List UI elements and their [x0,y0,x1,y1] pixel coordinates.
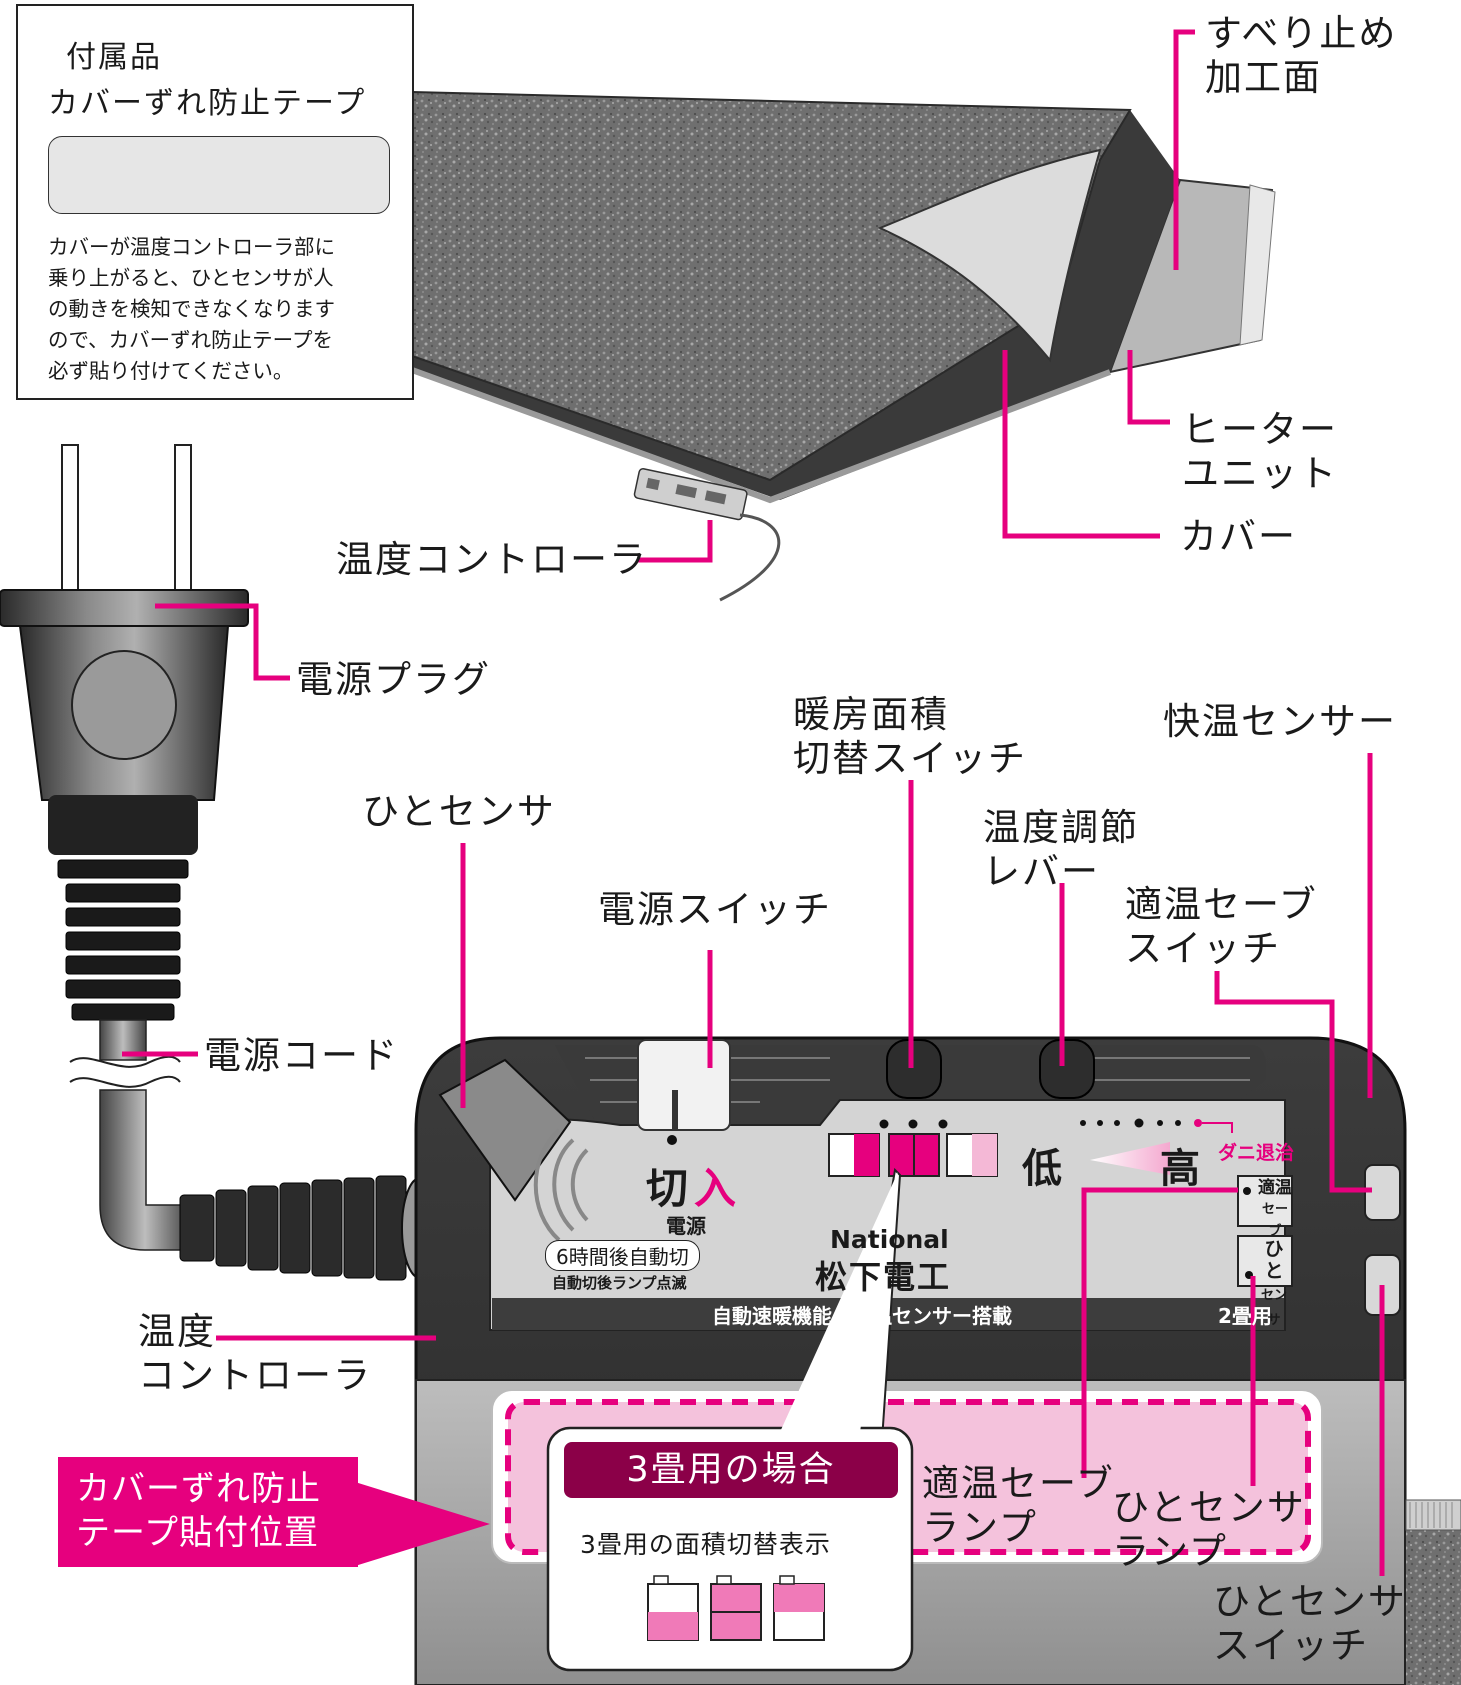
label-eco-save-lamp: 適温セーブ ランプ [922,1462,1115,1549]
human-sensor-button-line1: ひと [1264,1238,1284,1282]
panel-auto-off-badge: 6時間後自動切 [545,1240,700,1271]
accessory-name: カバーずれ防止テープ [48,86,367,121]
accessory-title: 付属品 [66,40,162,75]
label-human-sensor-switch: ひとセンサ スイッチ [1213,1580,1407,1667]
label-anti-slip-surface: すべり止め 加工面 [1205,12,1398,99]
inset-subtitle: 3畳用の面積切替表示 [580,1530,831,1559]
label-cover: カバー [1180,515,1297,558]
panel-power-label: 電源 [666,1214,706,1238]
label-power-plug: 電源プラグ [296,658,491,701]
label-temp-controller-top: 温度コントローラ [336,538,648,581]
label-temp-controller-side: 温度 コントローラ [138,1310,372,1397]
label-human-sensor: ひとセンサ [362,790,556,833]
panel-off-label: 切 [646,1164,689,1213]
human-sensor-button[interactable]: ひと センサ [1256,1238,1292,1332]
cover-tape-arrow [355,1482,490,1566]
panel-on-label: 入 [694,1164,737,1213]
leader-lines [122,29,1385,1576]
label-temp-lever: 温度調節 レバー [983,806,1139,893]
label-comfort-sensor: 快温センサー [1163,700,1397,743]
panel-size-text: 2畳用 [1218,1304,1272,1328]
panel-auto-off-note: 自動切後ランプ点滅 [552,1274,687,1292]
eco-save-button[interactable]: 適温 セーブ [1258,1178,1292,1242]
label-cover-tape-position: カバーずれ防止 テープ貼付位置 [58,1457,358,1567]
panel-high-label: 高 [1160,1146,1200,1192]
eco-save-button-line2: セーブ [1261,1202,1288,1239]
maker-logo: 松下電工 [815,1258,952,1296]
eco-save-button-line1: 適温 [1258,1178,1292,1198]
label-eco-save-switch: 適温セーブ スイッチ [1125,883,1318,970]
label-power-cord: 電源コード [204,1034,399,1077]
human-sensor-button-line2: センサ [1260,1288,1287,1328]
accessory-box: 付属品 カバーずれ防止テープ カバーが温度コントローラ部に 乗り上がると、ひとセ… [16,4,414,400]
accessory-note: カバーが温度コントローラ部に 乗り上がると、ひとセンサが人 の動きを検知できなく… [48,235,335,383]
panel-features-text: 自動速暖機能・快温センサー搭載 [712,1304,1012,1328]
panel-dani-label: ダニ退治 [1218,1142,1295,1164]
inset-title: 3畳用の場合 [564,1442,898,1498]
panel-low-label: 低 [1022,1146,1062,1192]
label-area-switch: 暖房面積 切替スイッチ [793,693,1027,780]
carpet-illustration [410,90,1276,602]
label-human-sensor-lamp: ひとセンサ ランプ [1112,1486,1306,1573]
anti-slip-tape-image [48,136,390,214]
brand-logo: National [830,1225,949,1254]
label-power-switch: 電源スイッチ [598,888,832,931]
label-heater-unit: ヒーター ユニット [1182,408,1338,495]
